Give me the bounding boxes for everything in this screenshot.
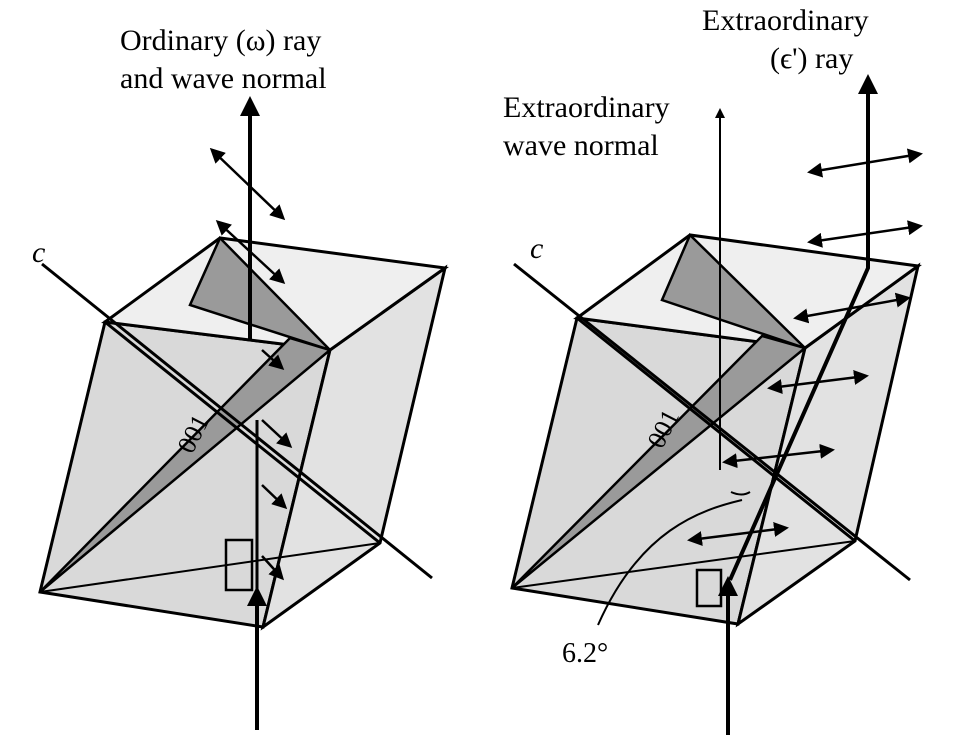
left-vib-4 [261,419,293,449]
right-vib-2 [807,220,923,248]
left-vib-3 [261,349,285,371]
right-edge-inner-3 [661,234,691,301]
right-wave-normal-label-2: wave normal [503,129,659,162]
left-ray-label-2: and wave normal [120,62,327,95]
left-edge-inner-2 [39,542,381,593]
right-edge-inner-2 [511,540,856,589]
left-edge-inner-1 [104,320,381,545]
right-vib-4 [767,370,869,394]
right-vib-3 [793,292,911,324]
left-c-label: c [32,236,45,269]
right-c-axis [513,262,911,582]
left-vib-6 [261,555,285,581]
left-ray-label-1: Ordinary (ω) ray [120,24,321,57]
right-vib-1 [807,148,923,178]
right-vib-5 [722,443,835,469]
right-angle-leader [597,499,743,626]
left-vib-5 [261,484,288,510]
left-right-angle-marker [224,538,254,592]
right-001-plane-main [511,334,808,589]
right-panel: c 001 Extraordinary wave normal Extraord… [503,4,923,735]
right-vib-6 [687,522,789,546]
left-vib-2 [215,219,286,285]
right-angle-label: 6.2° [562,638,608,669]
right-ray-label-2: (ϵ') ray [770,42,853,75]
right-edge-inner-1 [576,316,856,543]
left-c-axis [41,262,433,580]
left-panel: c 001 Ordinary (ω) ray and wave normal [32,24,449,730]
left-vibration-arrows [209,147,293,581]
right-vibration-arrows [687,148,923,546]
left-001-plane-main [39,336,333,593]
right-angle-arc [730,491,751,496]
right-c-label: c [530,232,543,265]
left-vib-1 [209,147,286,221]
right-ray-label-1: Extraordinary [702,4,869,37]
left-edge-inner-3 [189,237,221,306]
right-wave-normal-label-1: Extraordinary [503,91,670,124]
